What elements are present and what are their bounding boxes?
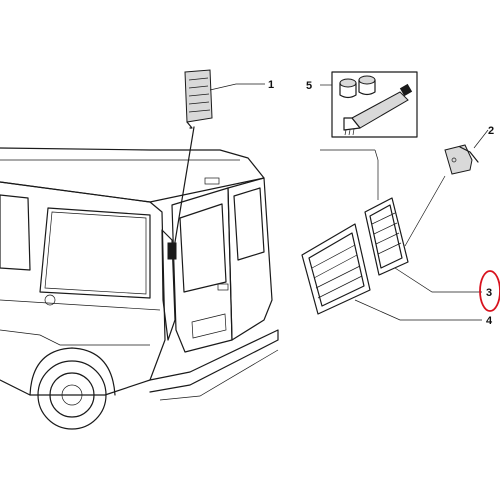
part-5-kit-pots (339, 75, 376, 99)
van-body-side (0, 181, 166, 396)
van-roof (0, 147, 265, 203)
callout-label-1: 1 (268, 79, 274, 91)
van-side-window-front (0, 194, 31, 271)
van-wheel-arch (29, 347, 116, 396)
part-2-connector (444, 144, 479, 175)
van-plate-recess (191, 313, 227, 339)
part-5-seal-kit (331, 71, 418, 138)
van-lamp-mount (167, 242, 177, 260)
van-rear-wheel (37, 360, 107, 430)
callout-label-2: 2 (488, 125, 494, 137)
van-rear-bumper (149, 329, 279, 393)
van-rear-door-window-left (179, 203, 227, 293)
callout-labels: 1 2 3 4 5 (268, 79, 494, 327)
van-door-handle (217, 283, 229, 291)
part-4-large-window (301, 223, 371, 315)
callout-label-5: 5 (306, 80, 312, 92)
part-3-small-window (364, 197, 409, 276)
van-rear-door-right (227, 177, 273, 341)
leader-lines (209, 83, 489, 321)
van-rear-door-left (171, 187, 233, 353)
part-5-kit-tube (343, 83, 413, 136)
part-1-lamp-lens (173, 69, 213, 249)
van-rear-door-window-right (233, 187, 265, 261)
callout-label-4: 4 (486, 315, 493, 327)
callout-3-highlight-ring (479, 270, 500, 312)
van-rear-lamp (161, 229, 176, 341)
part-5-kit-box (331, 71, 418, 138)
callout-label-3: 3 (486, 287, 492, 299)
van-side-window-rear (39, 207, 151, 299)
van-illustration (0, 147, 279, 430)
